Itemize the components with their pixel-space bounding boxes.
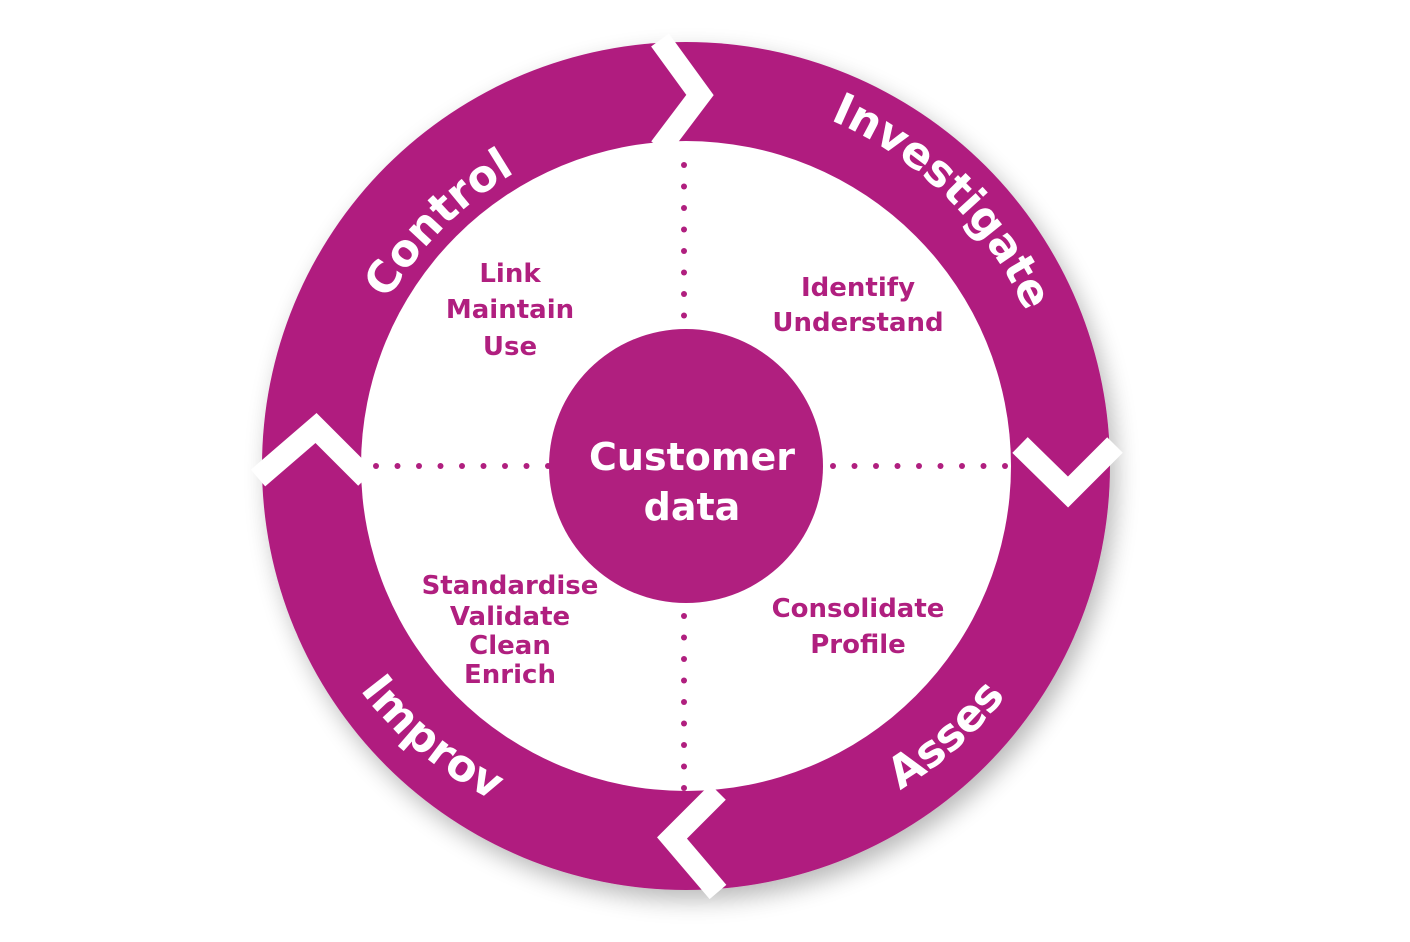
quadrant-item: Standardise (422, 571, 599, 601)
divider-dot (681, 613, 687, 619)
divider-dot (681, 226, 687, 233)
quadrant-item: Identify (801, 273, 915, 303)
quadrant-item: Understand (772, 308, 943, 338)
divider-dot (681, 162, 687, 168)
divider-dot (873, 463, 879, 469)
divider-dot (830, 463, 836, 469)
quadrant-item: Enrich (464, 660, 556, 690)
divider-dot (681, 269, 687, 276)
quadrant-bottom-right: Consolidate Profile (772, 594, 945, 660)
divider-dot (1002, 463, 1008, 469)
divider-dot (373, 463, 379, 469)
divider-dot (959, 463, 965, 469)
quadrant-item: Use (483, 332, 537, 362)
divider-dot (681, 720, 687, 727)
quadrant-item: Consolidate (772, 594, 945, 624)
divider-dot (681, 699, 687, 705)
quadrant-bottom-left: Standardise Validate Clean Enrich (422, 571, 599, 690)
quadrant-top-left: Link Maintain Use (446, 259, 574, 362)
chevron-right (1012, 437, 1123, 508)
divider-dot (480, 463, 487, 469)
divider-dot (681, 248, 687, 254)
divider-dot (416, 463, 422, 469)
divider-dot (394, 463, 401, 469)
divider-dot (681, 677, 687, 684)
divider-dot (681, 785, 687, 791)
divider-dot (681, 763, 687, 770)
divider-dot (681, 634, 687, 641)
divider-dot (937, 463, 944, 469)
quadrant-item: Validate (450, 602, 570, 632)
quadrant-item: Clean (469, 631, 551, 661)
quadrant-item: Maintain (446, 295, 574, 325)
quadrant-top-right: Identify Understand (772, 273, 943, 338)
divider-dot (916, 463, 922, 469)
divider-dot (437, 463, 444, 469)
divider-dot (681, 205, 687, 211)
center-circle (549, 329, 823, 603)
chevron-separators (250, 33, 1123, 900)
divider-dot (681, 312, 687, 319)
chevron-top (651, 33, 714, 155)
divider-dot (681, 183, 687, 190)
divider-dot (894, 463, 901, 469)
quadrant-item: Profile (810, 630, 906, 660)
divider-dot (502, 463, 508, 469)
divider-dot (681, 291, 687, 297)
center-label-line-1: Customer (589, 435, 795, 479)
chevron-left (250, 412, 374, 487)
dotted-dividers (373, 162, 1008, 791)
divider-dot (980, 463, 987, 469)
quadrant-item: Link (479, 259, 541, 289)
divider-dot (851, 463, 858, 469)
divider-dot (459, 463, 465, 469)
divider-dot (523, 463, 530, 469)
chevron-bottom (657, 784, 727, 900)
divider-dot (681, 742, 687, 748)
divider-dot (681, 656, 687, 662)
center-label-line-2: data (644, 485, 741, 529)
